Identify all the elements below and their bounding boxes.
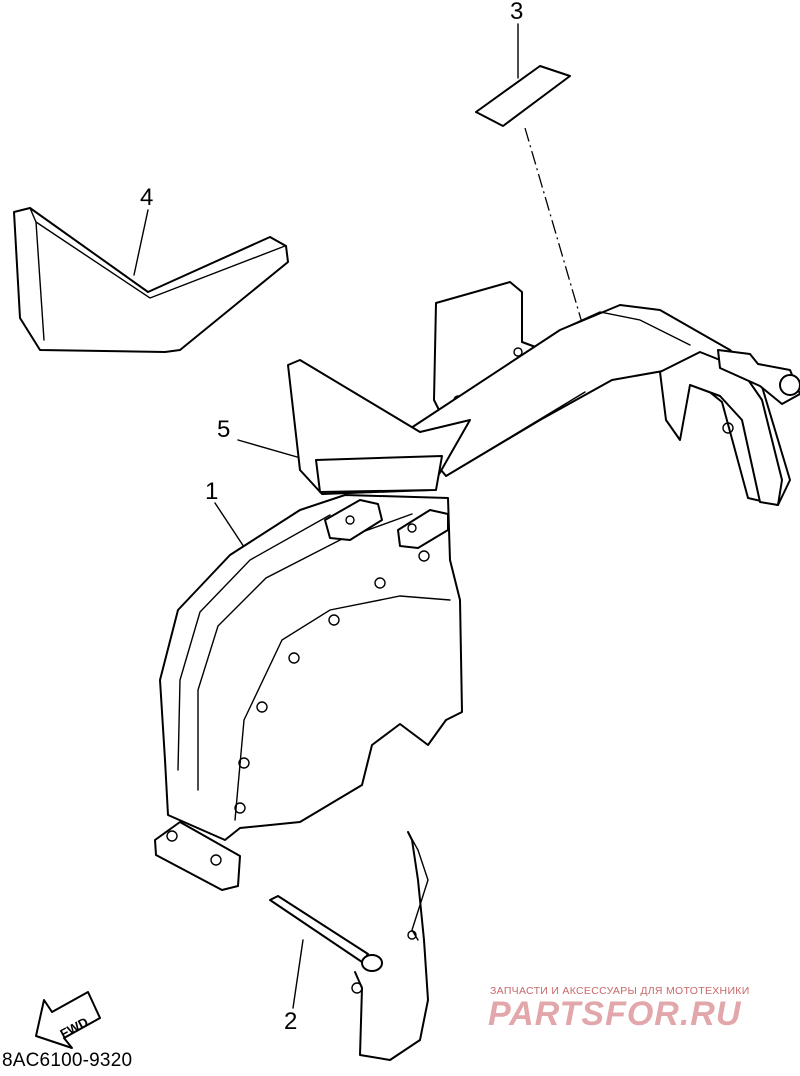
fwd-arrow: FWD: [35, 991, 101, 1049]
callout-4: 4: [140, 184, 154, 211]
part-4-v-pad: [13, 207, 289, 353]
callout-5: 5: [217, 416, 231, 443]
watermark-tagline: ЗАПЧАСТИ И АКСЕССУАРЫ ДЛЯ МОТОТЕХНИКИ: [490, 985, 750, 997]
callout-1: 1: [205, 478, 219, 505]
part-2-pin: [269, 831, 429, 1061]
watermark-brand: PARTSFOR.RU: [488, 995, 742, 1033]
part-5-shield: [287, 359, 471, 495]
part-3-plate: [475, 65, 571, 127]
part-code: 8AC6100-9320: [2, 1050, 133, 1071]
callout-3: 3: [510, 0, 524, 25]
part-1-fender-body: [154, 281, 800, 891]
callout-2: 2: [284, 1008, 298, 1035]
